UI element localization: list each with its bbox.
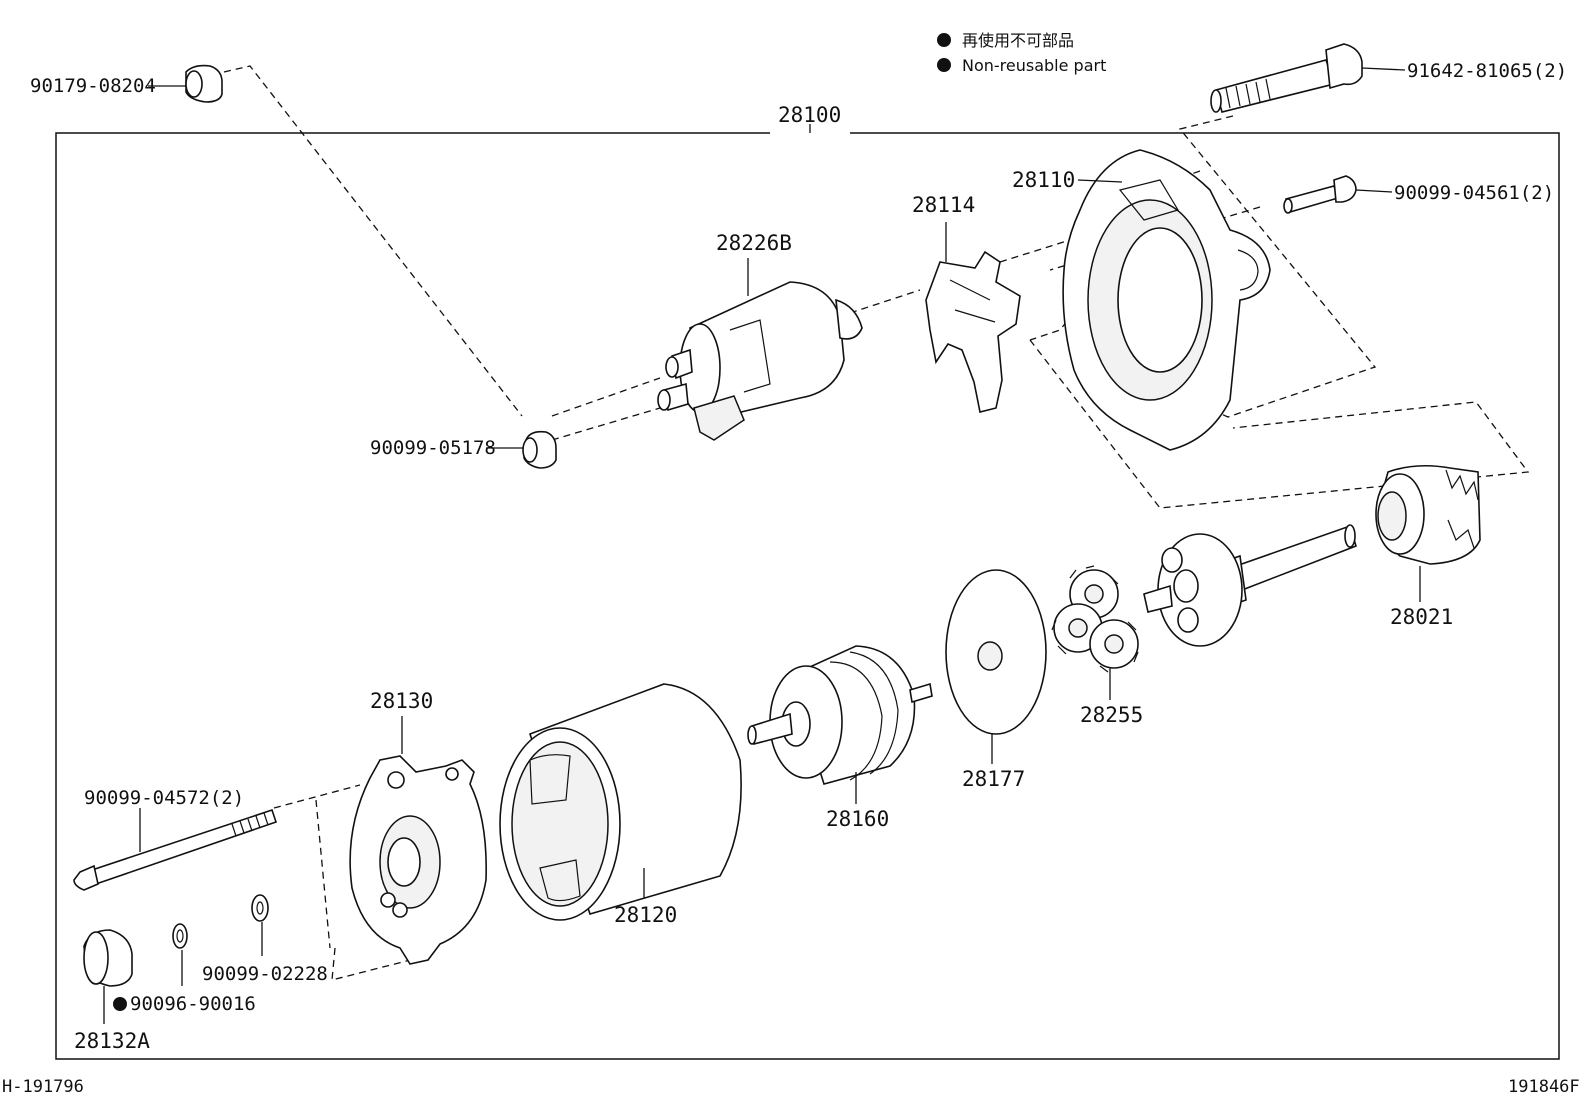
legend: 再使用不可部品 Non-reusable part: [937, 31, 1106, 75]
label-28114: 28114: [912, 193, 975, 217]
label-90099-05178: 90099-05178: [370, 437, 496, 459]
part-28177-plate: 28177: [945, 569, 1047, 791]
part-28255-planet-gears: 28255: [1051, 565, 1143, 727]
legend-en-label: Non-reusable part: [962, 56, 1106, 75]
footer-left-code: H-191796: [2, 1077, 84, 1097]
label-28226B: 28226B: [716, 231, 792, 255]
label-90099-02228: 90099-02228: [202, 963, 328, 985]
part-28120-yoke: 28120: [499, 683, 742, 927]
non-reusable-bullet-icon: [113, 997, 127, 1011]
label-28132A: 28132A: [74, 1029, 150, 1053]
label-28130: 28130: [370, 689, 433, 713]
part-output-shaft: [1143, 524, 1357, 647]
label-28177: 28177: [962, 767, 1025, 791]
part-28021-clutch: 28021: [1375, 464, 1481, 629]
label-91642-81065: 91642-81065(2): [1407, 60, 1567, 82]
part-28226B-solenoid: 28226B: [657, 231, 863, 441]
label-28021: 28021: [1390, 605, 1453, 629]
label-28160: 28160: [826, 807, 889, 831]
part-90096-90016: 90096-90016: [113, 923, 256, 1015]
non-reusable-bullet-icon: [937, 58, 951, 72]
non-reusable-bullet-icon: [937, 33, 951, 47]
part-28160-armature: 28160: [747, 645, 933, 831]
part-91642-81065: 91642-81065(2): [1210, 43, 1567, 113]
label-28120: 28120: [614, 903, 677, 927]
label-90179-08204: 90179-08204: [30, 75, 156, 97]
legend-jp-label: 再使用不可部品: [962, 31, 1074, 50]
part-28130-end-frame: 28130: [349, 689, 487, 965]
label-28255: 28255: [1080, 703, 1143, 727]
part-28114-lever: 28114: [912, 193, 1021, 413]
part-28110-housing: 28110: [1012, 149, 1271, 451]
label-90099-04561: 90099-04561(2): [1394, 182, 1554, 204]
part-90099-04561: 90099-04561(2): [1283, 175, 1554, 214]
assembly-frame: 28100: [55, 103, 1560, 1060]
part-28132A-cap: 28132A: [74, 929, 150, 1053]
label-90099-04572: 90099-04572(2): [84, 787, 244, 809]
label-28110: 28110: [1012, 168, 1075, 192]
part-90099-02228: 90099-02228: [202, 894, 328, 985]
label-90096-90016: 90096-90016: [130, 993, 256, 1015]
part-90179-08204: 90179-08204: [30, 64, 223, 103]
footer-right-code: 191846F: [1508, 1077, 1580, 1097]
label-28100: 28100: [778, 103, 841, 127]
part-90099-05178: 90099-05178: [370, 430, 557, 469]
part-90099-04572: 90099-04572(2): [73, 787, 278, 891]
